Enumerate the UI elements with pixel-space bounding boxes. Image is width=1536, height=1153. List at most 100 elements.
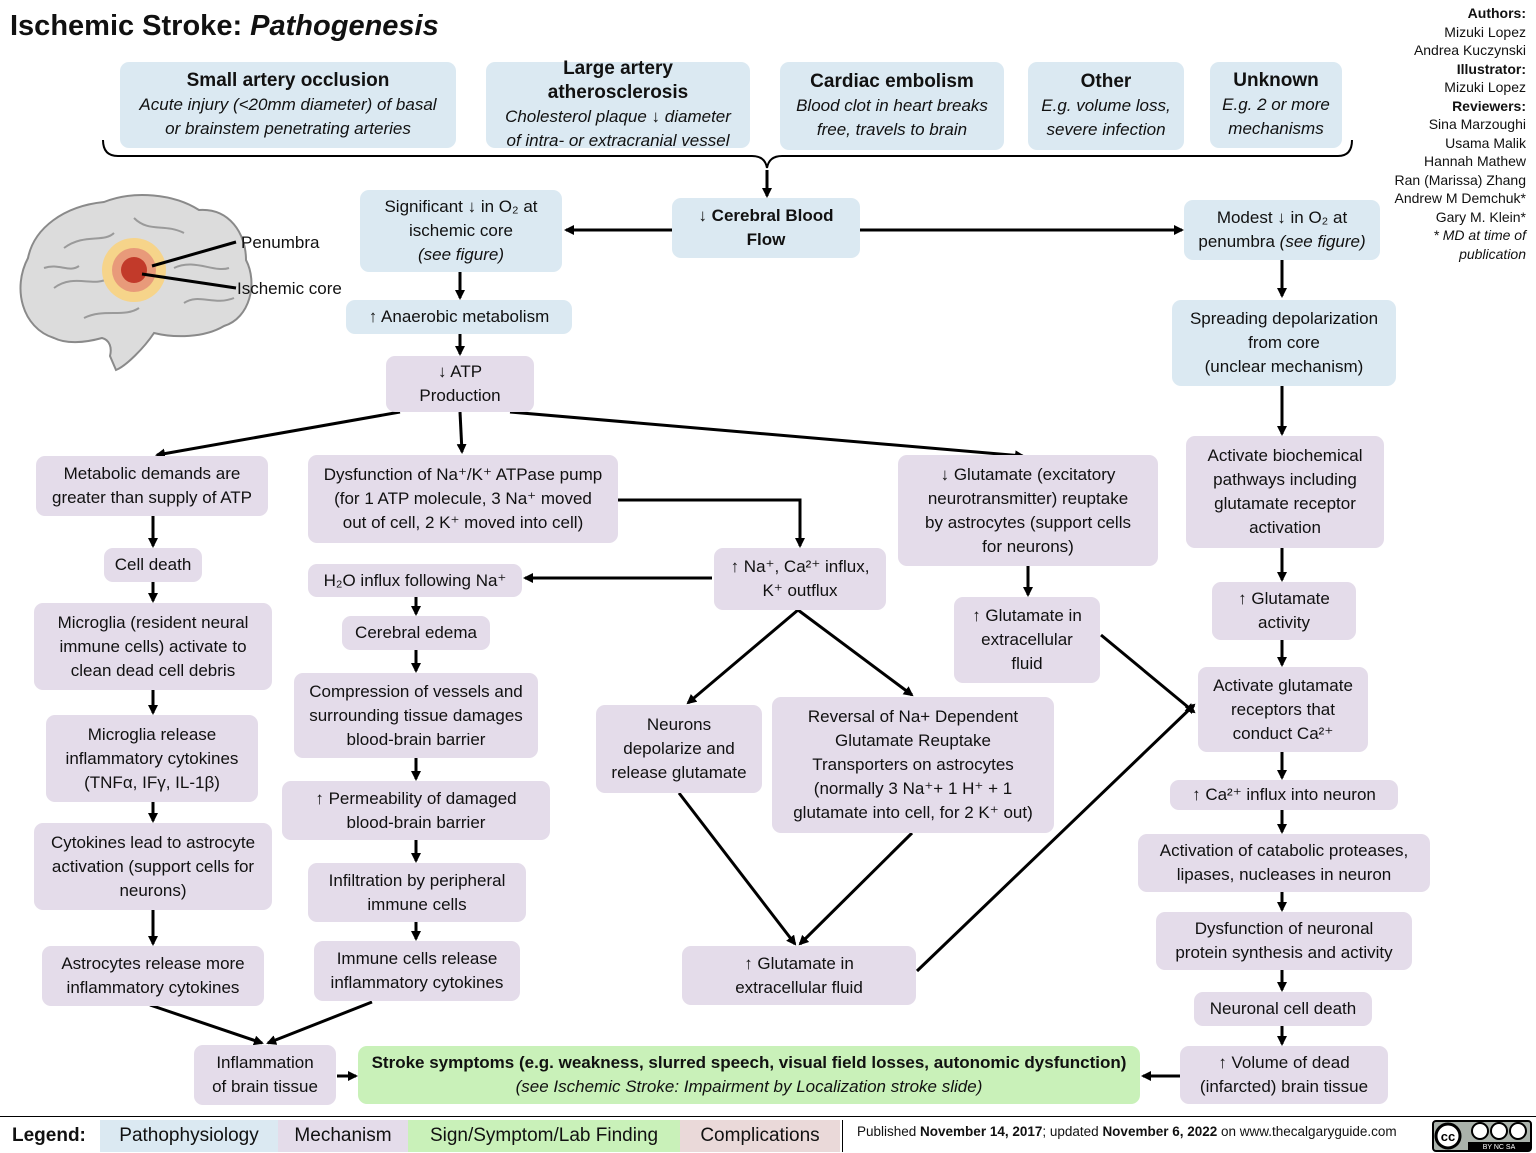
node-line: ↑ Glutamate [1238, 589, 1330, 608]
illustrator-label: Illustrator: [1456, 60, 1526, 77]
node-anaerobic: ↑ Anaerobic metabolism [346, 300, 572, 334]
node-line: Stroke symptoms (e.g. weakness, slurred … [371, 1053, 1127, 1072]
node-line: inflammatory cytokines [66, 978, 240, 997]
node-line: Dysfunction of Na⁺/K⁺ ATPase pump [323, 465, 603, 484]
node-line: Infiltration by peripheral [328, 870, 506, 890]
node-neuronal-death: Neuronal cell death [1194, 992, 1372, 1026]
reviewer: Sina Marzoughi [1428, 116, 1526, 132]
node-line: (see figure) [1279, 232, 1366, 251]
node-line: fluid [1011, 654, 1043, 673]
node-glutamate-extracellular-bottom: ↑ Glutamate in extracellular fluid [682, 946, 916, 1005]
ischemic-core-region [121, 257, 147, 283]
node-line: ↑ Glutamate in [972, 606, 1082, 625]
node-line: Transporters on astrocytes [812, 755, 1014, 774]
node-line: Reversal of Na+ Dependent [807, 707, 1019, 726]
node-line: Inflammation [216, 1053, 314, 1072]
cause-other: Other E.g. volume loss, severe infection [1028, 62, 1184, 150]
node-microglia-release: Microglia release inflammatory cytokines… [46, 715, 258, 802]
node-line: penumbra [1198, 232, 1275, 251]
cause-small-artery: Small artery occlusion Acute injury (<20… [120, 62, 456, 148]
cause-cardiac-embolism: Cardiac embolism Blood clot in heart bre… [780, 62, 1004, 150]
node-line: depolarize and [623, 739, 735, 758]
node-ca-influx: ↑ Ca²⁺ influx into neuron [1170, 780, 1398, 810]
node-dysfunction-protein: Dysfunction of neuronal protein synthesi… [1156, 912, 1412, 970]
reviewer: Gary M. Klein* [1435, 208, 1526, 225]
cc-license-icon: cc BY NC SA [1432, 1120, 1532, 1152]
node-cerebral-edema: Cerebral edema [342, 616, 490, 650]
footnote: * MD at time of [1433, 227, 1526, 243]
node-line: Neurons [646, 715, 712, 734]
node-line: immune cells) activate to [59, 636, 247, 656]
node-activate-glutamate-receptors: Activate glutamate receptors that conduc… [1198, 667, 1368, 752]
node-line: surrounding tissue damages [309, 705, 523, 725]
node-astrocytes-release: Astrocytes release more inflammatory cyt… [42, 946, 264, 1006]
credits: Authors: Mizuki Lopez Andrea Kuczynski I… [1395, 4, 1527, 263]
published-date: November 14, 2017 [920, 1124, 1043, 1139]
node-line: (TNFα, IFγ, IL-1β) [84, 772, 220, 792]
node-line: (see figure) [418, 245, 504, 264]
node-line: (for 1 ATP molecule, 3 Na⁺ moved [334, 489, 592, 508]
node-line: glutamate receptor [1214, 494, 1356, 513]
brain-figure [19, 194, 253, 372]
node-microglia-activate: Microglia (resident neural immune cells)… [34, 603, 272, 690]
ischemic-core-label: Ischemic core [237, 279, 342, 298]
reviewer: Hannah Mathew [1424, 153, 1526, 169]
node-line: receptors that [1231, 699, 1335, 719]
node-line: from core [1248, 333, 1320, 352]
node-reversal-transporters: Reversal of Na+ Dependent Glutamate Reup… [772, 697, 1054, 833]
node-line: pathways including [1213, 470, 1357, 489]
node-line: Compression of vessels and [309, 681, 523, 701]
cc-tag: BY NC SA [1483, 1144, 1516, 1151]
node-stroke-symptoms: Stroke symptoms (e.g. weakness, slurred … [358, 1046, 1140, 1104]
node-line: Production [419, 386, 501, 405]
cause-title: Small artery occlusion [186, 70, 390, 91]
node-line: Activate glutamate [1213, 675, 1353, 695]
penumbra-pointer [151, 240, 237, 268]
node-neurons-depolarize: Neurons depolarize and release glutamate [596, 705, 762, 793]
authors-label: Authors: [1467, 5, 1526, 21]
node-line: extracellular [981, 630, 1073, 649]
node-spreading-depolarization: Spreading depolarization from core (uncl… [1172, 300, 1396, 386]
title-sub: Pathogenesis [250, 10, 439, 42]
footnote: publication [1459, 245, 1526, 262]
cause-unknown: Unknown E.g. 2 or more mechanisms [1210, 62, 1342, 148]
node-line: activation [1249, 518, 1321, 537]
legend-pathophysiology: Pathophysiology [100, 1120, 278, 1152]
page-title: Ischemic Stroke: Pathogenesis [10, 10, 439, 43]
cause-title: Other [1080, 71, 1132, 92]
node-line: (see Ischemic Stroke: Impairment by Loca… [515, 1077, 983, 1096]
node-line: Cytokines lead to astrocyte [50, 832, 256, 852]
node-catabolic: Activation of catabolic proteases, lipas… [1138, 834, 1430, 892]
node-line: of brain tissue [212, 1077, 318, 1096]
node-line: Microglia release [87, 724, 217, 744]
cause-desc: of intra- or extracranial vessel [506, 131, 730, 150]
reviewer: Andrew M Demchuk* [1394, 190, 1527, 206]
node-inflammation: Inflammation of brain tissue [194, 1045, 336, 1105]
cause-desc: severe infection [1046, 120, 1166, 139]
published-mid: ; updated [1042, 1124, 1103, 1139]
node-line: Significant ↓ in O₂ at [384, 197, 538, 216]
node-line: Spreading depolarization [1189, 309, 1379, 328]
cause-desc: Blood clot in heart breaks [796, 96, 988, 115]
node-line: ↑ Na⁺, Ca²⁺ influx, [730, 557, 870, 576]
title-main: Ischemic Stroke: [10, 10, 243, 42]
reviewer: Usama Malik [1445, 134, 1526, 151]
node-na-ca-influx: ↑ Na⁺, Ca²⁺ influx, K⁺ outflux [714, 548, 886, 610]
author: Andrea Kuczynski [1413, 42, 1526, 58]
node-line: ↓ Cerebral Blood [698, 206, 834, 225]
cause-desc: mechanisms [1228, 119, 1324, 138]
node-atpase-pump: Dysfunction of Na⁺/K⁺ ATPase pump (for 1… [308, 455, 618, 543]
cause-desc: E.g. volume loss, [1041, 96, 1171, 115]
cause-title: Unknown [1233, 70, 1319, 91]
node-cytokines-astrocyte: Cytokines lead to astrocyte activation (… [34, 823, 272, 910]
legend-divider [0, 1116, 1536, 1117]
cause-desc: E.g. 2 or more [1222, 95, 1330, 114]
node-h2o-influx: H₂O influx following Na⁺ [308, 564, 522, 597]
node-line: ↓ Glutamate (excitatory [940, 464, 1116, 484]
node-line: (normally 3 Na⁺+ 1 H⁺ + 1 [813, 779, 1013, 798]
node-line: lipases, nucleases in neuron [1176, 865, 1392, 884]
updated-date: November 6, 2022 [1102, 1124, 1218, 1139]
node-cell-death: Cell death [104, 548, 202, 582]
node-line: (infarcted) brain tissue [1199, 1077, 1369, 1096]
